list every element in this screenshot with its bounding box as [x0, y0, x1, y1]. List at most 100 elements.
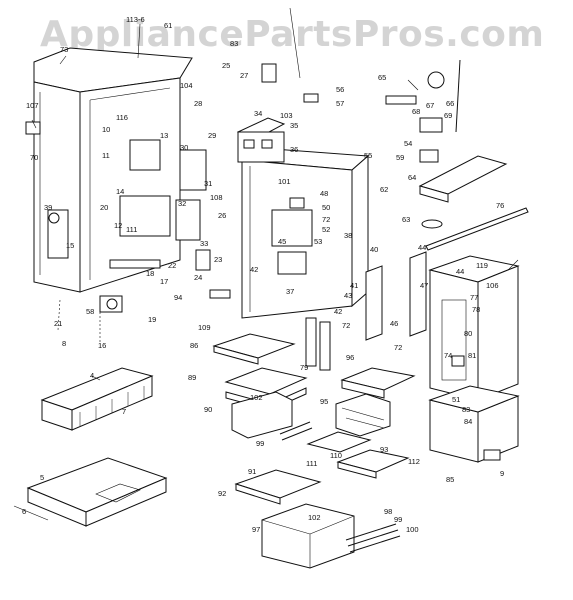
callout-72-upper: 72	[322, 215, 330, 224]
callout-22: 22	[168, 261, 176, 270]
callout-72-mid: 72	[342, 321, 350, 330]
callout-83-low: 83	[462, 405, 470, 414]
callout-40-top: 40	[370, 245, 378, 254]
lower-shelf-parts	[279, 421, 410, 479]
callout-27: 27	[240, 71, 248, 80]
callout-41: 41	[350, 281, 358, 290]
callout-30: 30	[180, 143, 188, 152]
callout-45: 45	[278, 237, 286, 246]
callout-102-low: 102	[308, 513, 321, 522]
callout-101: 101	[278, 177, 291, 186]
callout-95: 95	[320, 397, 328, 406]
callout-50: 50	[322, 203, 330, 212]
callout-12: 12	[114, 221, 122, 230]
callout-107: 107	[26, 101, 39, 110]
callout-67: 67	[426, 101, 434, 110]
crisper-drawer	[234, 469, 401, 569]
callout-77: 77	[470, 293, 478, 302]
callout-99-low: 99	[394, 515, 402, 524]
callout-11: 11	[102, 151, 110, 160]
callout-28: 28	[194, 99, 202, 108]
callout-72-low: 72	[394, 343, 402, 352]
callout-109: 109	[198, 323, 211, 332]
mid-rails	[305, 251, 427, 371]
callout-5: 5	[40, 473, 44, 482]
callout-76: 76	[496, 201, 504, 210]
callout-90: 90	[204, 405, 212, 414]
callout-38: 38	[344, 231, 352, 240]
callout-43: 43	[344, 291, 352, 300]
callout-31: 31	[204, 179, 212, 188]
callout-64: 64	[408, 173, 416, 182]
callout-55: 55	[364, 151, 372, 160]
callout-89: 89	[188, 373, 196, 382]
callout-73: 73	[60, 45, 68, 54]
callout-78: 78	[472, 305, 480, 314]
callout-16: 16	[98, 341, 106, 350]
callout-48: 48	[320, 189, 328, 198]
callout-80: 80	[464, 329, 472, 338]
callout-86: 86	[190, 341, 198, 350]
callout-21: 21	[54, 319, 62, 328]
callout-18: 18	[146, 269, 154, 278]
callout-14: 14	[116, 187, 124, 196]
callout-29: 29	[208, 131, 216, 140]
callout-98: 98	[384, 507, 392, 516]
callout-97: 97	[252, 525, 260, 534]
callout-42-mid: 42	[250, 265, 258, 274]
callout-79: 79	[300, 363, 308, 372]
part-small-top	[261, 63, 277, 83]
control-module	[236, 117, 286, 163]
door-frame	[428, 255, 520, 463]
callout-100: 100	[406, 525, 419, 534]
callout-116: 116	[116, 113, 128, 122]
callout-15: 15	[66, 241, 74, 250]
callout-85: 85	[446, 475, 454, 484]
callout-111-low: 111	[306, 459, 317, 468]
callout-32: 32	[178, 199, 186, 208]
callout-37: 37	[286, 287, 294, 296]
callout-84: 84	[464, 417, 472, 426]
drip-tray	[13, 457, 168, 527]
callout-labels: 113-6 61 73 107 70 39 15 58 21 8 16 19 1…	[22, 15, 504, 534]
callout-70: 70	[30, 153, 38, 162]
callout-56: 56	[336, 85, 344, 94]
callout-51: 51	[452, 395, 460, 404]
callout-93: 93	[380, 445, 388, 454]
callout-108: 108	[210, 193, 223, 202]
callout-68: 68	[412, 107, 420, 116]
callout-62: 62	[380, 185, 388, 194]
callout-119: 119	[476, 261, 488, 270]
callout-61: 61	[164, 21, 172, 30]
outer-cabinet	[33, 47, 193, 293]
callout-42-low: 42	[334, 307, 342, 316]
callout-94: 94	[174, 293, 182, 302]
callout-25: 25	[222, 61, 230, 70]
callout-4: 4	[90, 371, 94, 380]
callout-53: 53	[314, 237, 322, 246]
left-small-parts	[25, 121, 231, 313]
callout-81: 81	[468, 351, 476, 360]
callout-113-6: 113-6	[126, 15, 145, 24]
callout-47: 47	[420, 281, 428, 290]
callout-26: 26	[218, 211, 226, 220]
callout-57: 57	[336, 99, 344, 108]
callout-8: 8	[62, 339, 66, 348]
shelves	[212, 333, 416, 439]
callout-52: 52	[322, 225, 330, 234]
callout-13: 13	[160, 131, 168, 140]
callout-10: 10	[102, 125, 110, 134]
callout-44-right: 44	[456, 267, 464, 276]
callout-66: 66	[446, 99, 454, 108]
callout-19: 19	[148, 315, 156, 324]
callout-63: 63	[402, 215, 410, 224]
callout-35: 35	[290, 121, 298, 130]
callout-36: 36	[290, 145, 298, 154]
callout-17: 17	[160, 277, 168, 286]
callout-92: 92	[218, 489, 226, 498]
callout-39: 39	[44, 203, 52, 212]
callout-58: 58	[86, 307, 94, 316]
callout-34: 34	[254, 109, 262, 118]
right-upper-parts	[385, 59, 529, 251]
